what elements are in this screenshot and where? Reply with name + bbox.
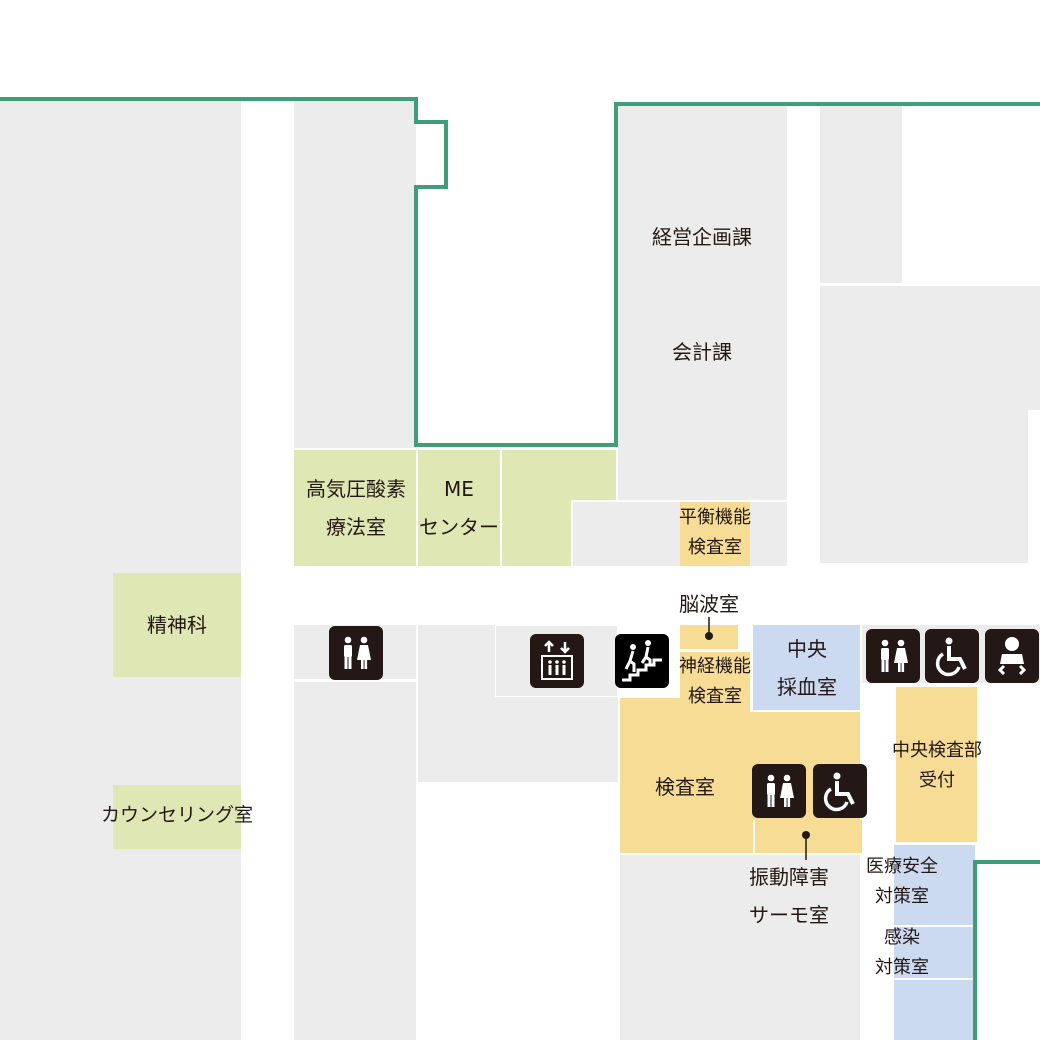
- label-line: 中央: [787, 637, 827, 661]
- label-kokiatsu: 高気圧酸素療法室: [306, 470, 406, 546]
- room-block: [620, 855, 860, 1040]
- room-kansen[interactable]: [894, 927, 975, 978]
- wheelchair-icon[interactable]: [813, 764, 867, 818]
- label-line: 振動障害: [749, 865, 829, 889]
- restroom-icon[interactable]: [329, 626, 383, 680]
- label-line: 対策室: [875, 957, 929, 978]
- room-block: [294, 682, 416, 1040]
- label-kansen: 感染対策室: [875, 923, 929, 983]
- room-counseling[interactable]: [113, 785, 241, 849]
- room-kokiatsu[interactable]: [294, 450, 416, 566]
- room-green: [502, 500, 571, 566]
- label-keiei: 経営企画課: [652, 225, 752, 249]
- label-line: 医療安全: [866, 856, 938, 877]
- label-me: ME センター: [419, 470, 499, 546]
- label-kaikei: 会計課: [672, 340, 732, 364]
- label-kensa: 検査室: [655, 775, 715, 799]
- room-shindo[interactable]: [753, 820, 862, 853]
- label-line: ME: [444, 477, 474, 501]
- label-line: センター: [419, 515, 499, 539]
- label-shinkei: 神経機能検査室: [679, 652, 751, 712]
- label-line: 療法室: [326, 515, 386, 539]
- label-line: 検査室: [688, 686, 742, 707]
- label-line: 採血室: [777, 675, 837, 699]
- label-counseling: カウンセリング室: [100, 804, 254, 826]
- room-block: [820, 286, 1040, 563]
- room-block: [820, 105, 902, 283]
- label-line: サーモ室: [749, 903, 829, 927]
- label-saiketsu: 中央採血室: [777, 630, 837, 706]
- room-uketsuke[interactable]: [896, 687, 977, 842]
- room-blue: [894, 980, 975, 1040]
- restroom-icon[interactable]: [752, 764, 806, 818]
- room-left-block: [0, 100, 241, 1040]
- room-heiko[interactable]: [680, 502, 750, 566]
- label-line: 受付: [919, 770, 955, 791]
- label-line: 高気圧酸素: [306, 477, 406, 501]
- room-saiketsu[interactable]: [753, 625, 860, 710]
- label-line: 中央検査部: [892, 740, 982, 761]
- baby-changing-icon[interactable]: [985, 629, 1039, 683]
- label-uketsuke: 中央検査部受付: [892, 736, 982, 796]
- room-green: [502, 450, 616, 500]
- elevator-icon[interactable]: [530, 634, 584, 688]
- label-noha: 脳波室: [679, 592, 739, 616]
- room-seishin[interactable]: [113, 573, 241, 677]
- room-block: [294, 100, 416, 448]
- label-shindo: 振動障害サーモ室: [749, 858, 829, 934]
- notch: [1028, 410, 1040, 563]
- room-keiei-kaikei[interactable]: [618, 105, 787, 500]
- label-line: 感染: [884, 927, 920, 948]
- label-line: 対策室: [875, 886, 929, 907]
- label-line: 平衡機能: [679, 507, 751, 528]
- label-iryo: 医療安全対策室: [866, 852, 938, 912]
- wheelchair-icon[interactable]: [925, 629, 979, 683]
- label-line: 検査室: [688, 537, 742, 558]
- room-iryo[interactable]: [894, 845, 975, 925]
- label-line: 神経機能: [679, 656, 751, 677]
- restroom-icon[interactable]: [866, 629, 920, 683]
- label-heiko: 平衡機能検査室: [679, 503, 751, 563]
- label-seishin: 精神科: [147, 613, 207, 637]
- stairs-icon[interactable]: [615, 634, 669, 688]
- room-me[interactable]: [418, 450, 500, 566]
